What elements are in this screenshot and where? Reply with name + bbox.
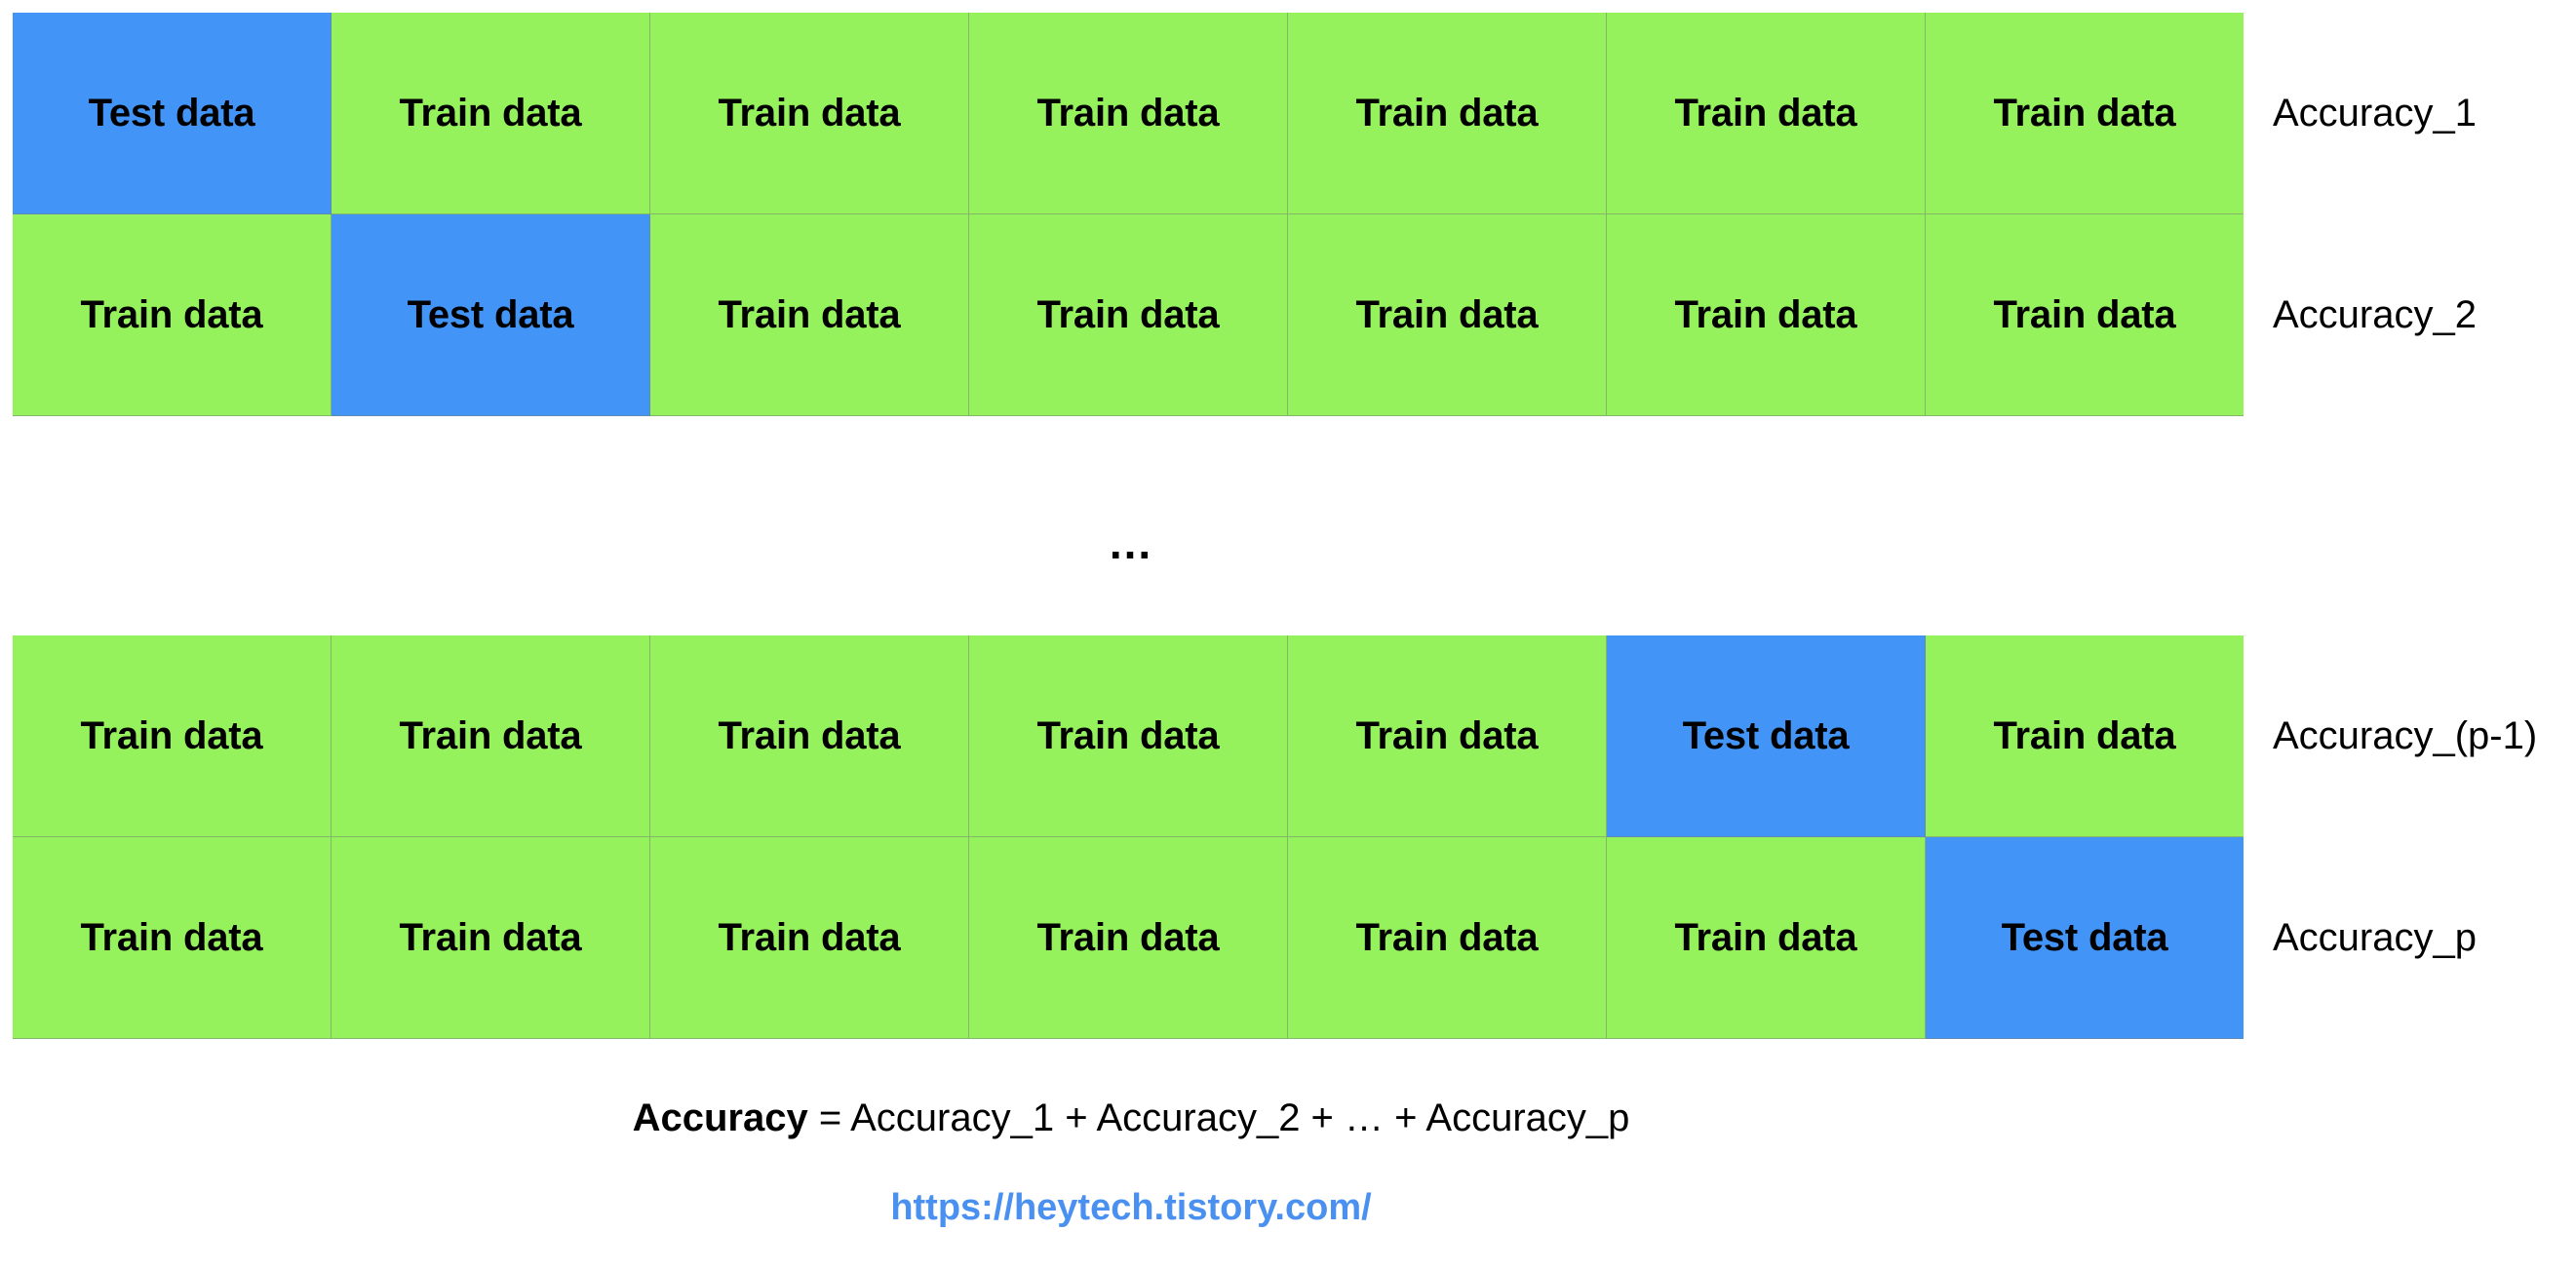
fold-row: Train data Train data Train data Train d… [13, 837, 2244, 1039]
accuracy-label-2: Accuracy_2 [2273, 293, 2477, 336]
fold-cell-train: Train data [1288, 214, 1607, 416]
formula-expression: = Accuracy_1 + Accuracy_2 + … + Accuracy… [807, 1096, 1630, 1139]
fold-cell-train: Train data [1288, 635, 1607, 837]
fold-cell-train: Train data [1926, 214, 2244, 416]
fold-cell-train: Train data [1607, 214, 1926, 416]
fold-cell-train: Train data [650, 837, 969, 1039]
fold-cell-train: Train data [1288, 837, 1607, 1039]
ellipsis-separator: ... [0, 475, 2262, 611]
accuracy-formula: Accuracy = Accuracy_1 + Accuracy_2 + … +… [0, 1096, 2262, 1140]
fold-block-last: Train data Train data Train data Train d… [13, 635, 2244, 1039]
fold-cell-train: Train data [1607, 837, 1926, 1039]
fold-cell-train: Train data [969, 635, 1288, 837]
fold-row: Test data Train data Train data Train da… [13, 13, 2244, 214]
fold-cell-train: Train data [332, 635, 650, 837]
fold-cell-train: Train data [13, 214, 332, 416]
accuracy-label-p: Accuracy_p [2273, 916, 2477, 959]
fold-block-first: Test data Train data Train data Train da… [13, 13, 2244, 416]
fold-cell-train: Train data [1926, 13, 2244, 214]
accuracy-label-1: Accuracy_1 [2273, 92, 2477, 135]
fold-cell-test: Test data [1926, 837, 2244, 1039]
fold-cell-train: Train data [1288, 13, 1607, 214]
fold-cell-test: Test data [332, 214, 650, 416]
fold-cell-train: Train data [13, 837, 332, 1039]
fold-cell-train: Train data [332, 13, 650, 214]
fold-cell-test: Test data [13, 13, 332, 214]
fold-cell-train: Train data [332, 837, 650, 1039]
formula-term-bold: Accuracy [632, 1096, 808, 1139]
fold-cell-train: Train data [969, 214, 1288, 416]
fold-cell-train: Train data [969, 837, 1288, 1039]
ellipsis-text: ... [1109, 518, 1153, 568]
source-url-link[interactable]: https://heytech.tistory.com/ [890, 1187, 1372, 1228]
fold-cell-train: Train data [1607, 13, 1926, 214]
accuracy-label-p-minus-1: Accuracy_(p-1) [2273, 714, 2538, 757]
fold-row: Train data Test data Train data Train da… [13, 214, 2244, 416]
fold-cell-train: Train data [969, 13, 1288, 214]
fold-cell-train: Train data [1926, 635, 2244, 837]
fold-cell-train: Train data [650, 214, 969, 416]
fold-cell-test: Test data [1607, 635, 1926, 837]
fold-cell-train: Train data [13, 635, 332, 837]
fold-row: Train data Train data Train data Train d… [13, 635, 2244, 837]
fold-cell-train: Train data [650, 13, 969, 214]
fold-cell-train: Train data [650, 635, 969, 837]
